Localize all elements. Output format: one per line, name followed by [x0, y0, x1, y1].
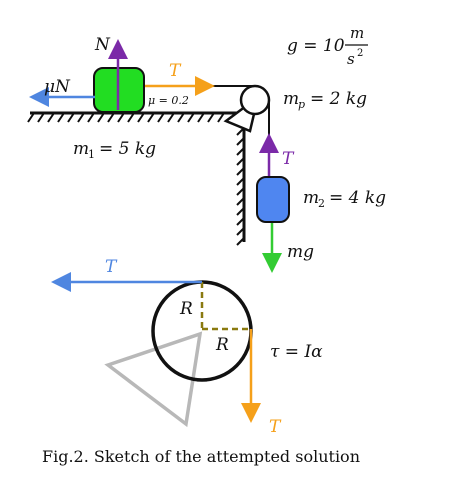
table-surface	[27, 111, 242, 123]
svg-text:= 2 kg: = 2 kg	[310, 89, 367, 109]
block-m2	[256, 176, 290, 223]
weight-label: mg	[287, 242, 314, 262]
tension-left-label: T	[105, 257, 118, 277]
pulley	[223, 84, 271, 133]
torque-equation: τ = Iα	[270, 342, 323, 362]
tension-down-label: T	[269, 417, 282, 437]
svg-text:s: s	[347, 50, 355, 68]
svg-text:m: m	[350, 24, 364, 42]
svg-text:m: m	[73, 139, 89, 159]
mp-label: m p = 2 kg	[283, 89, 367, 111]
svg-text:2: 2	[357, 48, 363, 59]
svg-text:m: m	[283, 89, 299, 109]
tension-vertical-label: T	[282, 149, 295, 169]
normal-force-label: N	[94, 35, 111, 55]
friction-label: μN	[44, 77, 71, 97]
m1-label: m 1 = 5 kg	[73, 139, 156, 161]
radius-top-label: R	[179, 299, 193, 319]
gravity-label: g = 10 m s 2	[287, 24, 368, 68]
svg-text:= 4 kg: = 4 kg	[329, 188, 386, 208]
svg-text:g = 10: g = 10	[287, 36, 345, 56]
tension-top-label: T	[169, 61, 182, 81]
svg-text:2: 2	[318, 197, 325, 210]
svg-text:p: p	[298, 98, 305, 111]
table-wall	[236, 120, 246, 246]
radius-right-label: R	[215, 335, 229, 355]
svg-text:m: m	[303, 188, 319, 208]
mu-label: μ = 0.2	[148, 94, 189, 107]
svg-text:= 5 kg: = 5 kg	[99, 139, 156, 159]
m2-label: m 2 = 4 kg	[303, 188, 386, 210]
figure-caption: Fig.2. Sketch of the attempted solution	[42, 447, 360, 466]
svg-text:1: 1	[88, 148, 95, 161]
